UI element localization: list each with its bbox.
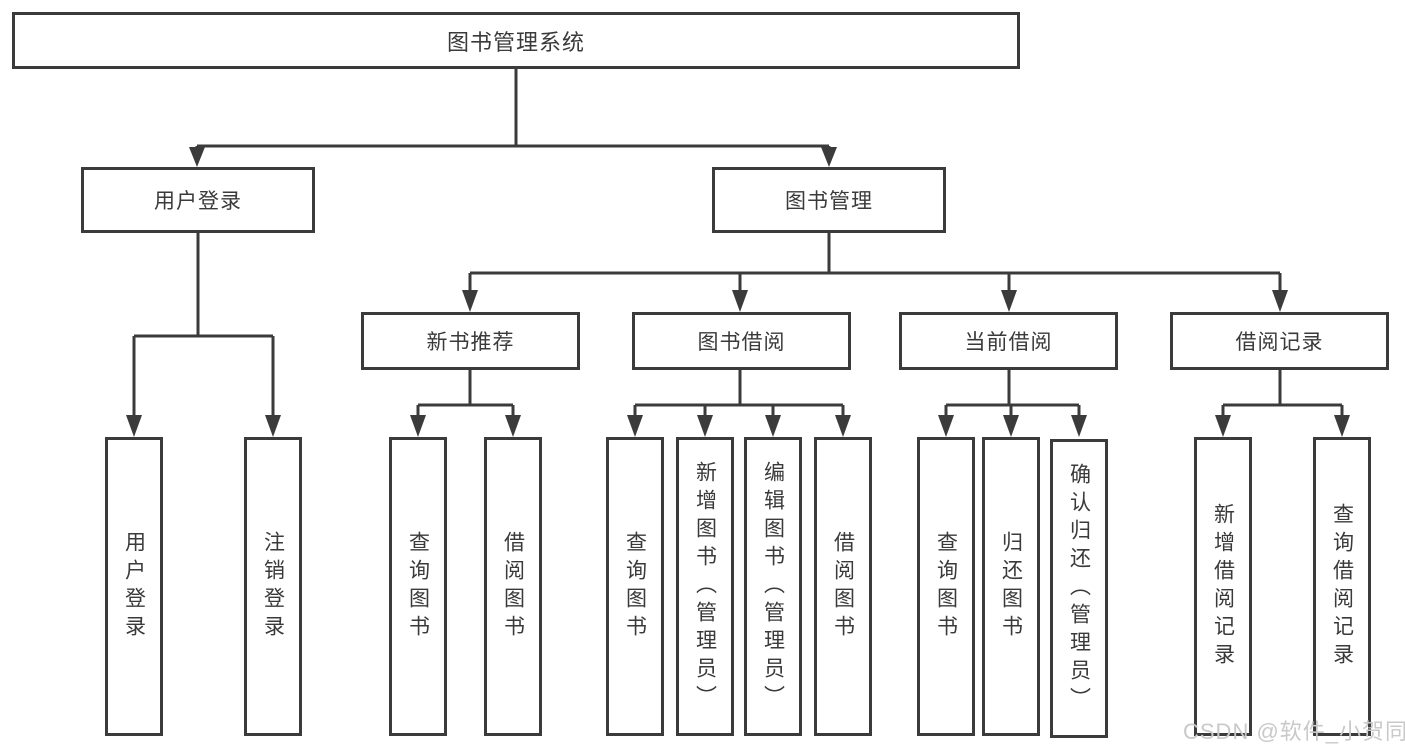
leaf-label: 查询图书 xyxy=(934,530,958,643)
leaf-label: 注销登录 xyxy=(261,530,285,643)
leaf-label: 新增借阅记录 xyxy=(1211,502,1235,671)
connector-line xyxy=(132,69,1344,430)
arrow-down-icon xyxy=(126,147,1350,437)
leaf-label: 查询借阅记录 xyxy=(1330,502,1354,671)
leaf-label: 归还图书 xyxy=(999,530,1023,643)
leaf-label: 新增图书（管理员） xyxy=(693,460,717,713)
leaf-return-book: 归还图书 xyxy=(982,437,1040,736)
node-label: 图书管理 xyxy=(785,190,873,213)
leaf-query-books-borrow: 查询图书 xyxy=(606,437,664,736)
leaf-query-borrow-record: 查询借阅记录 xyxy=(1313,437,1371,736)
csdn-watermark: CSDN @软件_小贺同学 xyxy=(1183,719,1405,744)
node-label: 用户登录 xyxy=(154,190,242,213)
leaf-user-login: 用户登录 xyxy=(105,437,163,736)
leaf-confirm-return-admin: 确认归还（管理员） xyxy=(1050,439,1108,738)
node-label: 图书借阅 xyxy=(697,331,786,354)
node-label: 图书管理系统 xyxy=(446,29,585,55)
node-label: 借阅记录 xyxy=(1235,331,1324,354)
node-book-management: 图书管理 xyxy=(712,167,946,233)
leaf-label: 查询图书 xyxy=(406,530,430,643)
node-borrow-records: 借阅记录 xyxy=(1170,312,1389,370)
node-new-book-recommend: 新书推荐 xyxy=(361,312,580,370)
leaf-label: 借阅图书 xyxy=(831,530,855,643)
leaf-label: 查询图书 xyxy=(623,530,647,643)
leaf-logout: 注销登录 xyxy=(244,437,302,736)
leaf-add-book-admin: 新增图书（管理员） xyxy=(676,437,734,736)
node-label: 当前借阅 xyxy=(964,331,1053,354)
node-user-login: 用户登录 xyxy=(81,167,315,233)
leaf-add-borrow-record: 新增借阅记录 xyxy=(1194,437,1252,736)
leaf-borrow-books: 借阅图书 xyxy=(814,437,872,736)
leaf-query-books-current: 查询图书 xyxy=(917,437,975,736)
leaf-label: 借阅图书 xyxy=(501,530,525,643)
node-library-management-system: 图书管理系统 xyxy=(12,12,1020,69)
node-book-borrow: 图书借阅 xyxy=(632,312,851,370)
node-current-borrow: 当前借阅 xyxy=(899,312,1118,370)
leaf-label: 用户登录 xyxy=(122,530,146,643)
leaf-label: 编辑图书（管理员） xyxy=(761,460,785,713)
leaf-borrow-books-recommend: 借阅图书 xyxy=(484,437,542,736)
leaf-edit-book-admin: 编辑图书（管理员） xyxy=(744,437,802,736)
leaf-label: 确认归还（管理员） xyxy=(1067,462,1091,715)
node-label: 新书推荐 xyxy=(426,331,515,354)
leaf-query-books-recommend: 查询图书 xyxy=(389,437,447,736)
